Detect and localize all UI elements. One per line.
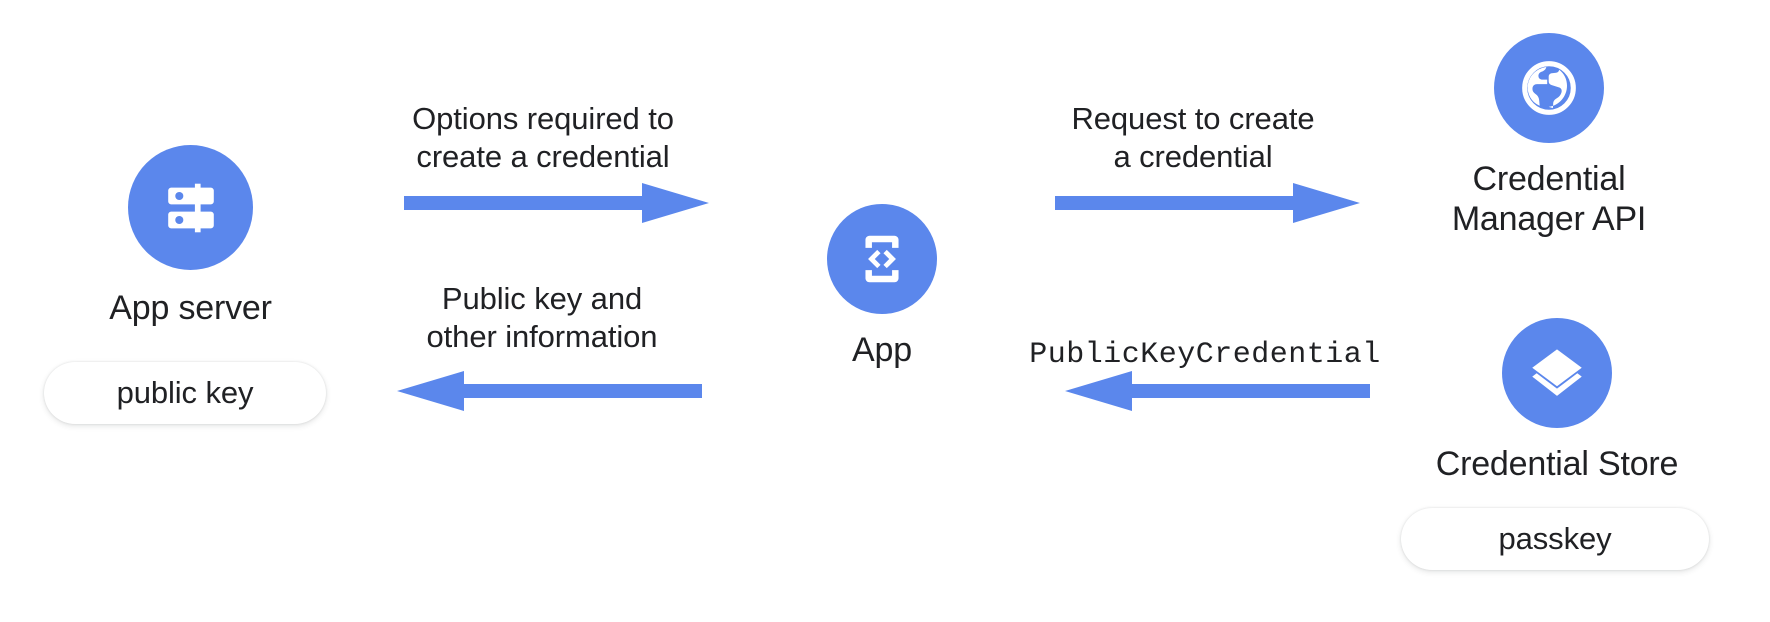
arrow-options-required (404, 183, 709, 223)
node-app: App (827, 204, 937, 370)
globe-icon (1494, 33, 1604, 143)
arrow-label-public-key-credential: PublicKeyCredential (1029, 338, 1381, 372)
node-label-credential-manager-api: Credential Manager API (1451, 160, 1647, 239)
node-credential-manager-api: Credential Manager API (1452, 33, 1646, 239)
node-label-credential-store: Credential Store (1435, 445, 1679, 483)
passkey-chip: passkey (1401, 508, 1709, 570)
arrow-public-key-and-other-information (397, 371, 702, 411)
node-app-server: App server (109, 145, 272, 328)
arrow-label-request-to-create: Request to create a credential (1071, 101, 1315, 174)
public-key-chip: public key (44, 362, 326, 424)
server-icon (128, 145, 253, 270)
layers-icon (1502, 318, 1612, 428)
arrow-label-options-required: Options required to create a credential (412, 101, 674, 174)
phone-code-icon (827, 204, 937, 314)
public-key-chip-label: public key (116, 375, 254, 410)
arrow-public-key-credential (1065, 371, 1370, 411)
passkey-chip-label: passkey (1498, 521, 1612, 556)
node-credential-store: Credential Store (1436, 318, 1678, 484)
node-label-app: App (852, 331, 912, 369)
node-label-app-server: App server (109, 289, 272, 327)
arrow-label-public-key-and-other-information: Public key and other information (426, 281, 658, 354)
arrow-request-to-create (1055, 183, 1360, 223)
